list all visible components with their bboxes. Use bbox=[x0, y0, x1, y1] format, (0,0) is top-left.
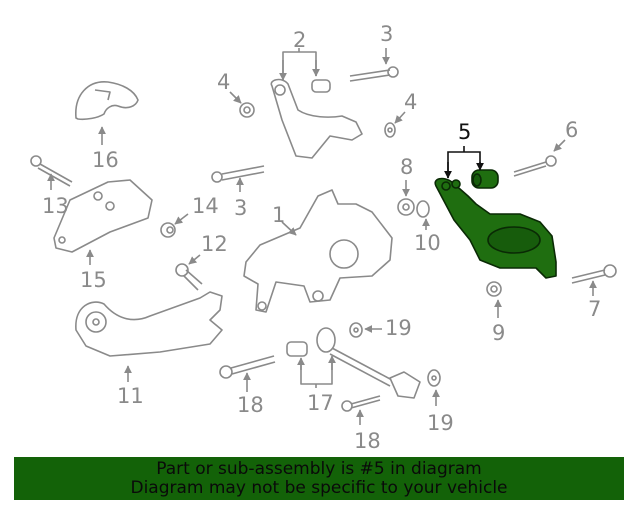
part-6-bolt bbox=[513, 155, 557, 177]
callout-19[interactable]: 19 bbox=[427, 411, 454, 435]
callout-12[interactable]: 12 bbox=[201, 232, 228, 256]
part-12-bolt bbox=[175, 263, 203, 291]
part-19-nut-lower bbox=[427, 369, 441, 387]
part-2-arm bbox=[270, 78, 363, 159]
part-18-bolt-lower bbox=[341, 395, 381, 412]
callout-3[interactable]: 3 bbox=[380, 22, 394, 46]
part-4-nut-left bbox=[239, 102, 255, 118]
callout-17[interactable]: 17 bbox=[307, 391, 334, 415]
part-4-nut-right bbox=[384, 122, 396, 138]
callout-4[interactable]: 4 bbox=[404, 90, 418, 114]
part-10-washer bbox=[416, 200, 430, 218]
callout-19[interactable]: 19 bbox=[385, 316, 412, 340]
callout-8[interactable]: 8 bbox=[400, 155, 414, 179]
part-19-nut-upper bbox=[349, 322, 363, 338]
part-11-arm bbox=[75, 291, 223, 357]
callout-2[interactable]: 2 bbox=[293, 28, 307, 52]
part-8-nut bbox=[397, 198, 415, 216]
part-5-lower-control-arm-highlighted bbox=[434, 169, 557, 279]
part-17-link bbox=[286, 327, 421, 399]
callout-9[interactable]: 9 bbox=[492, 321, 506, 345]
part-notice-banner: Part or sub-assembly is #5 in diagram Di… bbox=[14, 457, 624, 500]
part-3-bolt-left bbox=[211, 165, 265, 183]
part-18-bolt-left bbox=[219, 355, 276, 379]
part-7-bolt bbox=[571, 264, 617, 284]
part-1-knuckle bbox=[243, 189, 393, 313]
part-15-bracket bbox=[53, 179, 153, 253]
banner-line-disclaimer: Diagram may not be specific to your vehi… bbox=[130, 478, 508, 498]
callout-4[interactable]: 4 bbox=[217, 70, 231, 94]
callout-3[interactable]: 3 bbox=[234, 196, 248, 220]
part-3-bolt-top bbox=[349, 66, 399, 82]
callout-14[interactable]: 14 bbox=[192, 194, 219, 218]
callout-18[interactable]: 18 bbox=[237, 393, 264, 417]
part-14-nut bbox=[160, 222, 176, 238]
callout-11[interactable]: 11 bbox=[117, 384, 144, 408]
callout-1[interactable]: 1 bbox=[272, 203, 286, 227]
callout-13[interactable]: 13 bbox=[42, 194, 69, 218]
banner-line-part-number: Part or sub-assembly is #5 in diagram bbox=[156, 459, 482, 479]
callout-16[interactable]: 16 bbox=[92, 148, 119, 172]
part-9-nut bbox=[486, 281, 502, 297]
callout-5-highlighted[interactable]: 5 bbox=[458, 120, 472, 144]
parts-diagram-svg bbox=[30, 48, 617, 425]
callout-15[interactable]: 15 bbox=[80, 268, 107, 292]
callout-7[interactable]: 7 bbox=[588, 297, 602, 321]
callout-6[interactable]: 6 bbox=[565, 118, 579, 142]
callout-10[interactable]: 10 bbox=[414, 231, 441, 255]
parts-diagram: 1 2 3 4 4 5 6 8 10 3 14 12 13 16 15 7 9 … bbox=[30, 22, 617, 453]
part-16-cover bbox=[75, 81, 139, 121]
callout-18[interactable]: 18 bbox=[354, 429, 381, 453]
